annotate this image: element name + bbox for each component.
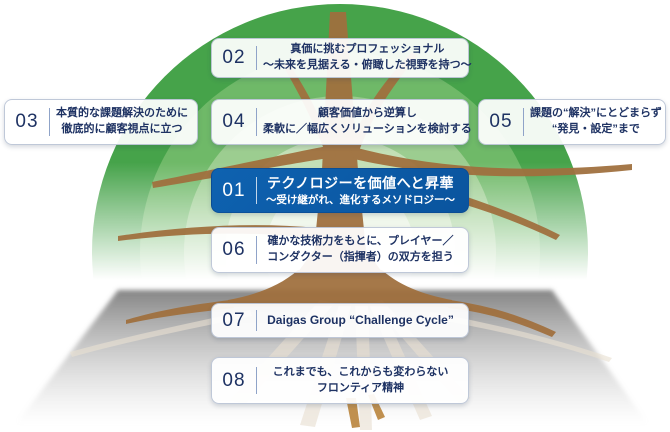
value-box-05: 05 課題の“解決”にとどまらず “発見・設定”まで [478,99,666,145]
value-number: 08 [222,369,246,391]
value-box-07: 07 Daigas Group “Challenge Cycle” [211,303,469,338]
value-box-02: 02 真価に挑むプロフェッショナル ～未来を見据える・俯瞰した視野を持つ～ [211,38,472,78]
value-text-line: 顧客価値から逆算し [317,107,417,120]
value-box-01: 01 テクノロジーを価値へと昇華 ～受け継がれ、進化するメソドロジー～ [211,168,469,213]
value-text-line: ～受け継がれ、進化するメソドロジー～ [265,194,456,207]
value-number: 07 [222,309,246,331]
root-left-icon [126,300,234,324]
value-text-line: “発見・設定”まで [551,123,640,135]
branch-mid-left-icon [152,145,336,188]
divider-line [256,177,257,204]
value-number: 04 [222,111,246,132]
value-number: 06 [222,239,246,260]
value-number: 02 [222,47,246,68]
value-text-line: フロンティア精神 [316,381,405,394]
value-box-04: 04 顧客価値から逆算し 柔軟に／幅広くソリューションを検討する [211,99,472,145]
value-text-line: 本質的な課題解決のために [56,107,188,120]
divider-line [256,236,257,264]
value-box-08: 08 これまでも、これからも変わらない フロンティア精神 [211,357,469,404]
divider-line [49,108,50,136]
divider-line [523,108,524,136]
divider-line [256,46,257,70]
divider-line [256,366,257,395]
value-text-line: 課題の“解決”にとどまらず [530,107,662,120]
value-box-06: 06 確かな技術力をもとに、プレイヤー／ コンダクター（指揮者）の双方を担う [211,227,469,273]
divider-line [256,108,257,136]
divider-line [256,310,257,331]
value-text-line: 柔軟に／幅広くソリューションを検討する [263,123,472,135]
root-right-icon [448,300,556,337]
value-text-line: これまでも、これからも変わらない [272,365,449,378]
value-number: 05 [489,111,513,132]
value-text-line: 真価に挑むプロフェッショナル [290,43,445,56]
value-number: 03 [15,111,39,132]
value-text-line: ～未来を見据える・俯瞰した視野を持つ～ [263,59,472,71]
value-box-03: 03 本質的な課題解決のために 徹底的に顧客視点に立つ [4,99,198,145]
value-text-line: 徹底的に顧客視点に立つ [61,123,183,135]
value-number: 01 [222,179,246,201]
value-text-line: Daigas Group “Challenge Cycle” [267,312,454,327]
value-text-line: コンダクター（指揮者）の双方を担う [267,251,454,263]
value-text-line: 確かな技術力をもとに、プレイヤー／ [267,235,454,248]
value-text-line: テクノロジーを価値へと昇華 [267,174,454,191]
